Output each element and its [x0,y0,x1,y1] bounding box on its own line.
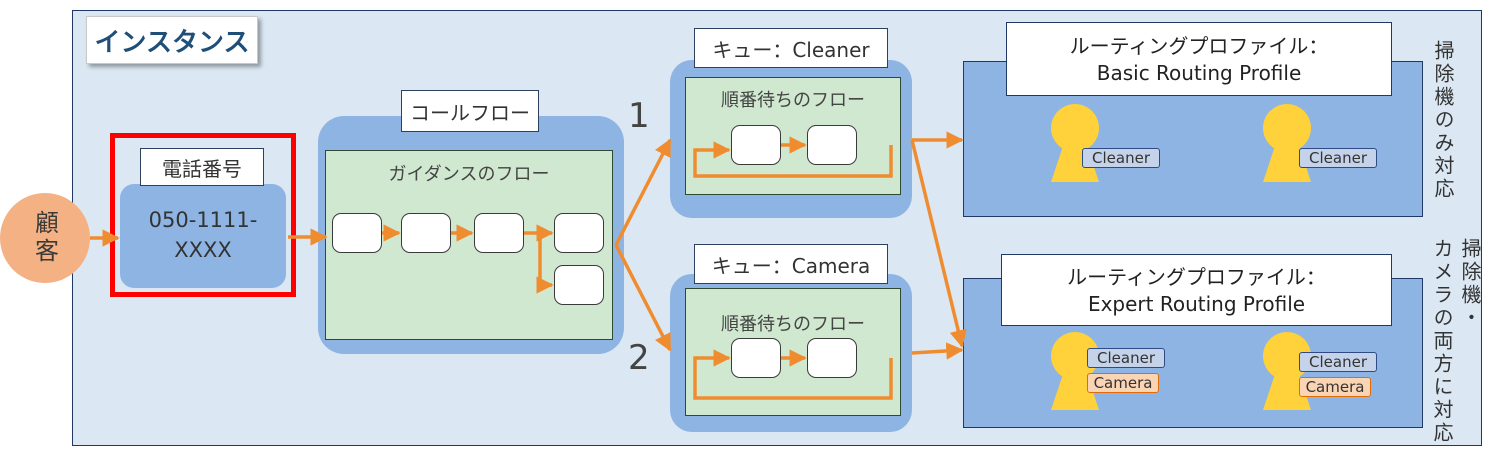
skill-tag-camera: Camera [1299,377,1371,397]
queue-node [807,338,857,378]
queue-loop [693,141,893,178]
branch-number-1: 1 [628,96,650,136]
phone-number-line2: XXXX [174,238,232,262]
branch-number-2: 2 [628,338,650,378]
flow-node [554,213,604,253]
phone-number-block [120,184,286,288]
flow-node [332,213,382,253]
basic-profile-note: 掃除機のみ対応 [1431,40,1455,201]
arrow-to-queue-camera [614,244,672,352]
phone-number-line1: 050-1111- [148,208,258,232]
queue-cleaner-flow-title: 順番待ちのフロー [721,90,865,111]
customer-circle: 顧客 [0,193,90,283]
agent-icon [1051,104,1099,182]
routing-profile-basic-label: ルーティングプロファイル： Basic Routing Profile [1006,22,1392,96]
routing-profile-basic-name: Basic Routing Profile [1096,61,1302,85]
flow-node [401,213,451,253]
skill-tag-cleaner: Cleaner [1082,148,1160,168]
routing-profile-expert-line1: ルーティングプロファイル： [1067,265,1326,289]
expert-profile-note-col1: 掃除機・ [1458,238,1482,330]
arrow-camera-to-expert [911,342,964,360]
skill-tag-cleaner: Cleaner [1299,148,1377,168]
skill-tag-cleaner: Cleaner [1299,352,1377,372]
phone-number-label: 電話番号 [140,148,264,186]
queue-camera-label: キュー：Camera [694,244,888,284]
highlight-box [110,133,296,297]
skill-tag-cleaner: Cleaner [1087,348,1165,368]
queue-node [731,338,781,378]
routing-profile-expert-label: ルーティングプロファイル： Expert Routing Profile [1001,254,1392,326]
expert-profile-note-col2: カメラの両方に対応 [1430,238,1454,445]
queue-loop [693,349,893,400]
routing-profile-basic-line1: ルーティングプロファイル： [1069,34,1329,58]
queue-camera-flow-title: 順番待ちのフロー [721,314,865,335]
phone-number-value: 050-1111- XXXX [120,205,286,265]
agent-icon [1051,332,1099,410]
queue-node [731,125,781,165]
queue-cleaner-label: キュー：Cleaner [694,28,888,68]
skill-tag-camera: Camera [1087,373,1159,393]
arrow-to-queue-cleaner [614,138,672,246]
guidance-flow-title: ガイダンスのフロー [388,164,550,185]
routing-profile-expert-name: Expert Routing Profile [1087,292,1306,316]
flow-node [474,213,524,253]
agent-icon [1263,332,1311,410]
arrow-flow-branch [536,233,554,294]
queue-node [807,125,857,165]
arrow-cleaner-to-expert [910,139,967,348]
flow-node [554,265,604,305]
contact-flow-label: コールフロー [401,90,539,132]
instance-label: インスタンス [86,16,258,64]
agent-icon [1263,104,1311,182]
